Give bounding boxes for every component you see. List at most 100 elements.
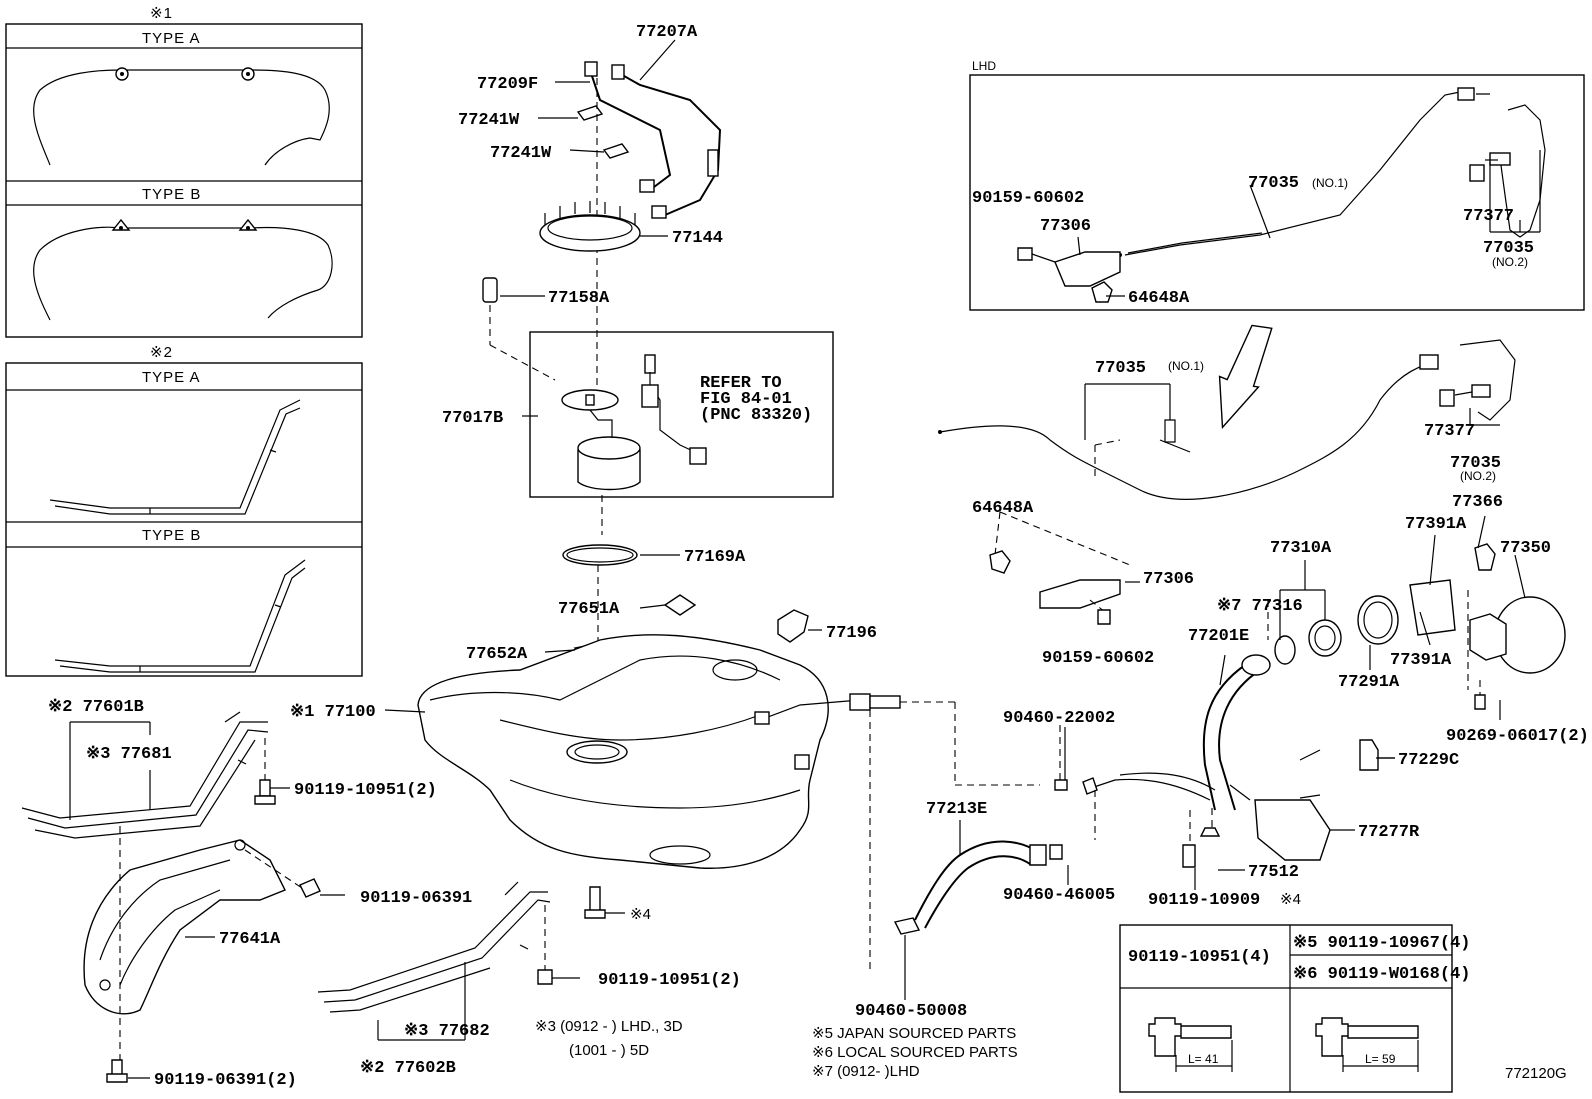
label-77652a: 77652A	[466, 645, 528, 664]
bolt-59	[1315, 1017, 1419, 1057]
label-90119-10951-a: 90119-10951(2)	[294, 781, 437, 800]
tank-protector	[83, 826, 321, 1083]
label-90460-46005: 90460-46005	[1003, 886, 1115, 905]
lock-ring	[539, 201, 641, 252]
label-77366: 77366	[1452, 493, 1503, 512]
label-77158a: 77158A	[548, 289, 610, 308]
label-77196: 77196	[826, 624, 877, 643]
filler-pipe	[1202, 664, 1261, 811]
label-90119-06391-b: 90119-06391(2)	[154, 1071, 297, 1090]
refer-box-line3: (PNC 83320)	[700, 406, 812, 425]
tank-outline-type-b	[33, 226, 333, 321]
bolt-41	[1148, 1017, 1232, 1057]
strap-type-a	[49, 399, 301, 515]
label-90460-22002: 90460-22002	[1003, 709, 1115, 728]
label-77035-mid: 77035	[1095, 359, 1146, 378]
label-90269: 90269-06017(2)	[1446, 727, 1589, 746]
lhd-90159-bolt	[1017, 247, 1033, 261]
label-77169a: 77169A	[684, 548, 746, 567]
label-77377-mid: 77377	[1424, 422, 1475, 441]
label-77512: 77512	[1248, 863, 1299, 882]
label-star4-right: ※4	[1280, 891, 1301, 908]
bolt-table-len2: L= 59	[1365, 1052, 1396, 1066]
label-77682: ※3 77682	[404, 1022, 490, 1041]
label-64648a-mid: 64648A	[972, 499, 1034, 518]
label-77306-mid: 77306	[1143, 570, 1194, 589]
refer-box-line2: FIG 84-01	[700, 390, 792, 409]
label-77241w-b: 77241W	[490, 144, 552, 163]
label-77035b-mid: 77035	[1450, 454, 1501, 473]
clip-77241w-a	[576, 105, 604, 121]
lhd-box-title: LHD	[972, 59, 996, 73]
breather-hose	[869, 710, 1096, 970]
label-77207a: 77207A	[636, 23, 698, 42]
left-straps	[21, 711, 276, 839]
label-77651a: 77651A	[558, 600, 620, 619]
label-90119-06391-a: 90119-06391	[360, 889, 472, 908]
fuel-pump-assembly: REFER TO FIG 84-01 (PNC 83320)	[482, 61, 834, 740]
label-77017b: 77017B	[442, 409, 503, 428]
note-3a: ※3 (0912 - ) LHD., 3D	[535, 1018, 683, 1035]
lhd-64648a-clip	[1091, 281, 1113, 303]
label-77391a-b: 77391A	[1390, 651, 1452, 670]
note-7: ※7 (0912- )LHD	[812, 1063, 920, 1080]
fuel-tube	[589, 69, 722, 216]
type-box-1-type-a: TYPE A	[142, 30, 201, 47]
label-77229c: 77229C	[1398, 751, 1459, 770]
opener-cable	[938, 339, 1516, 500]
figure-number: 772120G	[1505, 1065, 1567, 1082]
gasket-77651a	[663, 594, 697, 616]
label-lhd-77035-no2: (NO.2)	[1492, 255, 1528, 269]
filler-group	[1082, 543, 1566, 868]
type-box-1-mark: ※1	[150, 5, 173, 22]
label-77277r: 77277R	[1358, 823, 1420, 842]
label-77316: ※7 77316	[1217, 597, 1303, 616]
label-77213e: 77213E	[926, 800, 987, 819]
label-77035-mid-no2: (NO.2)	[1460, 469, 1496, 483]
label-77310a: 77310A	[1270, 539, 1332, 558]
tank-outline-type-a	[33, 69, 330, 166]
label-77391a-a: 77391A	[1405, 515, 1467, 534]
cable-bracket-group	[989, 511, 1140, 625]
refer-box-line1: REFER TO	[700, 374, 782, 393]
label-77350: 77350	[1500, 539, 1551, 558]
lhd-cable-no1	[1124, 91, 1461, 256]
label-90460-50008: 90460-50008	[855, 1002, 967, 1021]
bottom-strap	[317, 881, 553, 1013]
lhd-box: LHD	[969, 59, 1585, 311]
bolt-table-c1: 90119-10951(4)	[1128, 948, 1271, 967]
fuel-sender	[482, 277, 556, 381]
bolt-table-len1: L= 41	[1188, 1052, 1219, 1066]
label-77241w-a: 77241W	[458, 111, 520, 130]
type-box-1-type-b: TYPE B	[142, 186, 201, 203]
label-90119-10909: 90119-10909	[1148, 891, 1260, 910]
clip-77241w-b	[602, 143, 630, 159]
label-77291a: 77291A	[1338, 673, 1400, 692]
type-box-2-type-a: TYPE A	[142, 369, 201, 386]
label-77601b: ※2 77601B	[48, 698, 144, 717]
part-labels: 77207A 77209F 77241W 77241W 77144 77158A…	[48, 23, 1589, 1090]
label-77144: 77144	[672, 229, 723, 248]
note-6: ※6 LOCAL SOURCED PARTS	[812, 1044, 1018, 1061]
type-box-2-mark: ※2	[150, 344, 173, 361]
label-lhd-90159: 90159-60602	[972, 189, 1084, 208]
label-star4: ※4	[630, 906, 651, 923]
bracket-77196	[777, 609, 809, 643]
down-arrow	[1218, 324, 1273, 430]
label-90159-mid: 90159-60602	[1042, 649, 1154, 668]
note-3b: (1001 - ) 5D	[569, 1042, 649, 1059]
leader-lines	[69, 39, 1541, 1079]
fuel-pump-body	[561, 354, 707, 491]
label-77681: ※3 77681	[86, 745, 172, 764]
label-77209f: 77209F	[477, 75, 538, 94]
lhd-77306-bracket	[1054, 251, 1121, 287]
refer-box	[529, 331, 834, 498]
label-lhd-77377: 77377	[1463, 207, 1514, 226]
bolt-table	[1119, 924, 1453, 1093]
label-lhd-77035b: 77035	[1483, 239, 1534, 258]
label-lhd-77035-no1: (NO.1)	[1312, 176, 1348, 190]
label-lhd-64648a: 64648A	[1128, 289, 1190, 308]
label-77602b: ※2 77602B	[360, 1059, 456, 1078]
label-77641a: 77641A	[219, 930, 281, 949]
type-box-2-type-b: TYPE B	[142, 527, 201, 544]
